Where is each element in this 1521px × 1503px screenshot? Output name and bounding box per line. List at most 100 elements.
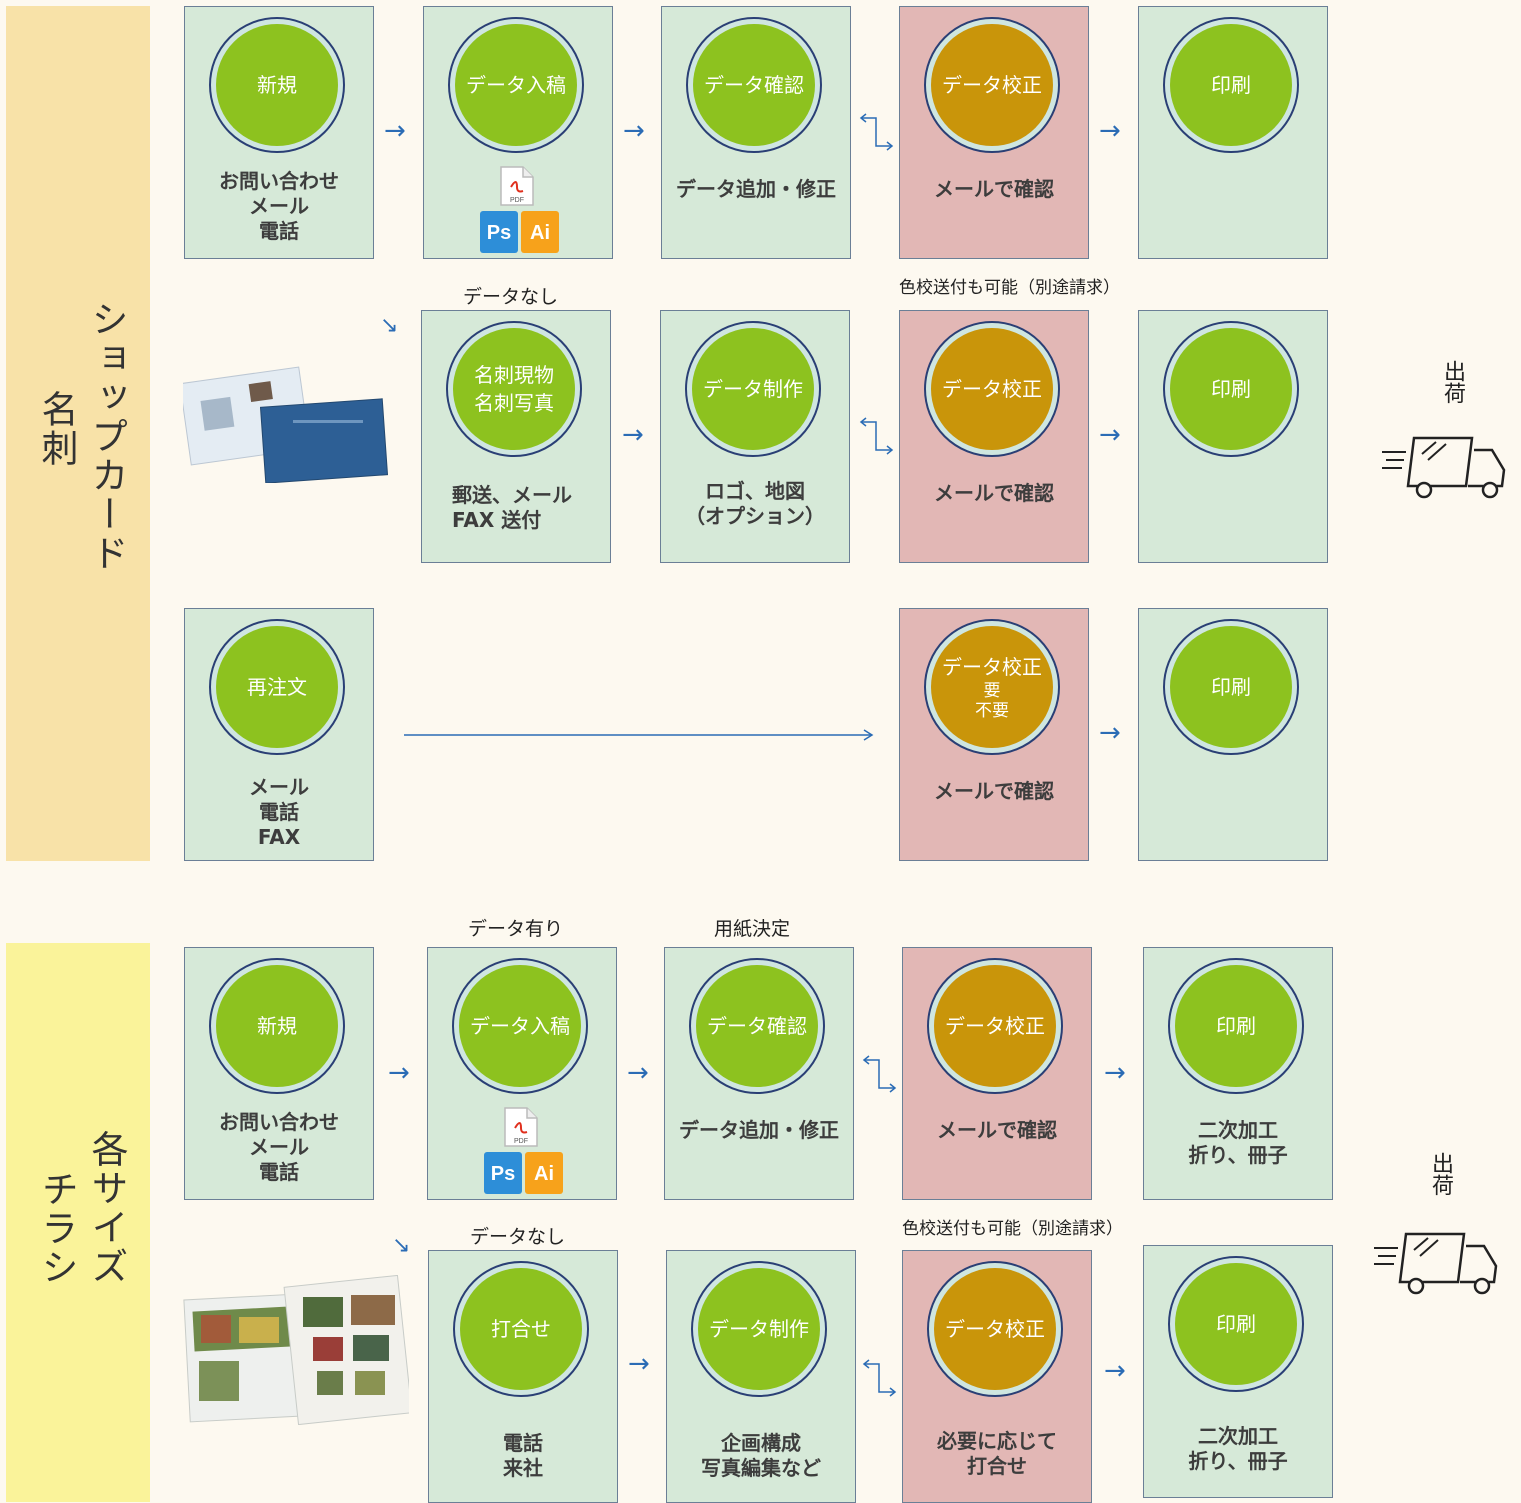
step-box: 新規 お問い合わせ メール 電話 bbox=[184, 947, 374, 1200]
step-circle: データ制作 bbox=[691, 1261, 827, 1397]
arrow-right-icon: → bbox=[628, 1349, 650, 1379]
step-title: データ校正 bbox=[942, 73, 1042, 97]
step-description: 二次加工 折り、冊子 bbox=[1188, 1118, 1288, 1167]
step-description: データ追加・修正 bbox=[679, 1118, 839, 1142]
label-color-proof: 色校送付も可能（別途請求） bbox=[902, 1219, 1123, 1239]
step-circle: 新規 bbox=[209, 17, 345, 153]
step-description: メールで確認 bbox=[934, 177, 1054, 201]
step-title: 打合せ bbox=[491, 1317, 551, 1341]
step-circle: 印刷 bbox=[1163, 619, 1299, 755]
illustrator-icon bbox=[525, 1152, 563, 1194]
ps-ai-icons: Ps Ai bbox=[484, 1152, 563, 1194]
arrow-right-icon: → bbox=[1104, 1356, 1126, 1386]
step-description: 企画構成 写真編集など bbox=[701, 1431, 821, 1480]
step-circle: データ校正 要 不要 bbox=[924, 619, 1060, 755]
delivery-truck-icon bbox=[1382, 436, 1506, 499]
step-circle: 新規 bbox=[209, 958, 345, 1094]
step-circle: データ校正 bbox=[924, 321, 1060, 457]
arrow-down-right-icon: ↘ bbox=[392, 1233, 411, 1258]
step-title: データ確認 bbox=[704, 73, 804, 97]
photoshop-icon bbox=[480, 211, 518, 253]
ai-label: Ai bbox=[534, 1163, 554, 1185]
section-title-kakusize: 各サイズ bbox=[85, 1130, 128, 1286]
step-circle: 印刷 bbox=[1163, 321, 1299, 457]
ps-label: Ps bbox=[491, 1163, 515, 1185]
step-title: データ校正 bbox=[945, 1317, 1045, 1341]
flyer-photo bbox=[183, 1275, 409, 1425]
step-description: お問い合わせ メール 電話 bbox=[219, 1110, 339, 1184]
step-circle: データ確認 bbox=[686, 17, 822, 153]
back-and-forth-arrow-icon bbox=[862, 1359, 897, 1397]
step-title: データ校正 bbox=[942, 377, 1042, 401]
step-title: 印刷 bbox=[1211, 377, 1251, 401]
step-title: データ校正 bbox=[942, 655, 1042, 679]
step-box: データ校正 メールで確認 bbox=[902, 947, 1092, 1200]
arrow-right-icon: → bbox=[1099, 116, 1121, 146]
photoshop-icon bbox=[484, 1152, 522, 1194]
step-description: データ追加・修正 bbox=[676, 177, 836, 201]
arrow-right-icon: → bbox=[627, 1058, 649, 1088]
pdf-file-icon: PDF bbox=[504, 1107, 538, 1147]
arrow-right-icon: → bbox=[384, 116, 406, 146]
step-box: データ確認 データ追加・修正 bbox=[664, 947, 854, 1200]
step-circle: 印刷 bbox=[1168, 1256, 1304, 1392]
step-title: 印刷 bbox=[1211, 73, 1251, 97]
ps-ai-icons: Ps Ai bbox=[480, 211, 559, 253]
arrow-down-right-icon: ↘ bbox=[380, 313, 399, 338]
arrow-right-icon: → bbox=[1104, 1058, 1126, 1088]
pdf-file-icon: PDF bbox=[500, 166, 534, 206]
step-circle: 印刷 bbox=[1168, 958, 1304, 1094]
step-box: 名刺現物 名刺写真 郵送、メール FAX 送付 bbox=[421, 310, 611, 563]
arrow-right-icon: → bbox=[388, 1058, 410, 1088]
step-box: 印刷 bbox=[1138, 6, 1328, 259]
step-description: お問い合わせ メール 電話 bbox=[219, 169, 339, 243]
step-description: 二次加工 折り、冊子 bbox=[1188, 1424, 1288, 1473]
step-title: 再注文 bbox=[247, 675, 307, 699]
ship-label: 出荷 bbox=[1428, 1152, 1453, 1196]
step-title: 名刺現物 名刺写真 bbox=[474, 363, 554, 415]
label-data-present: データ有り bbox=[468, 918, 564, 940]
back-and-forth-arrow-icon bbox=[862, 1055, 897, 1093]
step-box: データ校正 メールで確認 bbox=[899, 310, 1089, 563]
ship-label: 出荷 bbox=[1440, 360, 1465, 404]
ps-label: Ps bbox=[487, 222, 511, 244]
step-description: メールで確認 bbox=[934, 779, 1054, 803]
back-and-forth-arrow-icon bbox=[859, 113, 894, 151]
long-arrow-icon bbox=[404, 729, 874, 741]
step-circle: データ校正 bbox=[924, 17, 1060, 153]
arrow-right-icon: → bbox=[622, 420, 644, 450]
step-title: 印刷 bbox=[1216, 1014, 1256, 1038]
delivery-truck-icon bbox=[1374, 1232, 1498, 1295]
step-box: 印刷 二次加工 折り、冊子 bbox=[1143, 947, 1333, 1200]
step-circle: 再注文 bbox=[209, 619, 345, 755]
step-description: 電話 来社 bbox=[503, 1431, 543, 1480]
pdf-label: PDF bbox=[514, 1138, 528, 1145]
arrow-right-icon: → bbox=[1099, 420, 1121, 450]
step-description: 必要に応じて 打合せ bbox=[937, 1429, 1057, 1478]
section-band-business-card bbox=[6, 6, 150, 861]
step-circle: データ校正 bbox=[927, 958, 1063, 1094]
step-box: 印刷 二次加工 折り、冊子 bbox=[1143, 1245, 1333, 1498]
step-circle: データ制作 bbox=[685, 321, 821, 457]
label-no-data: データなし bbox=[463, 286, 559, 308]
step-circle: データ校正 bbox=[927, 1261, 1063, 1397]
step-box: データ入稿 PDF Ps Ai bbox=[423, 6, 613, 259]
step-title: 印刷 bbox=[1211, 675, 1251, 699]
step-circle: データ確認 bbox=[689, 958, 825, 1094]
section-title-shopcard: ショップカード bbox=[85, 300, 128, 573]
step-circle: 打合せ bbox=[453, 1261, 589, 1397]
step-circle: 名刺現物 名刺写真 bbox=[446, 321, 582, 457]
step-title: データ制作 bbox=[709, 1317, 809, 1341]
step-box: データ制作 企画構成 写真編集など bbox=[666, 1250, 856, 1503]
section-title-meishi: 名刺 bbox=[35, 390, 78, 468]
step-description: メールで確認 bbox=[937, 1118, 1057, 1142]
step-circle: データ入稿 bbox=[448, 17, 584, 153]
step-box: データ入稿 PDF Ps Ai bbox=[427, 947, 617, 1200]
step-box: データ校正 必要に応じて 打合せ bbox=[902, 1250, 1092, 1503]
step-description: メールで確認 bbox=[934, 481, 1054, 505]
step-description: ロゴ、地図 （オプション） bbox=[685, 479, 825, 528]
step-title: データ制作 bbox=[703, 377, 803, 401]
arrow-right-icon: → bbox=[623, 116, 645, 146]
ai-label: Ai bbox=[530, 222, 550, 244]
step-description: 郵送、メール FAX 送付 bbox=[452, 483, 572, 532]
